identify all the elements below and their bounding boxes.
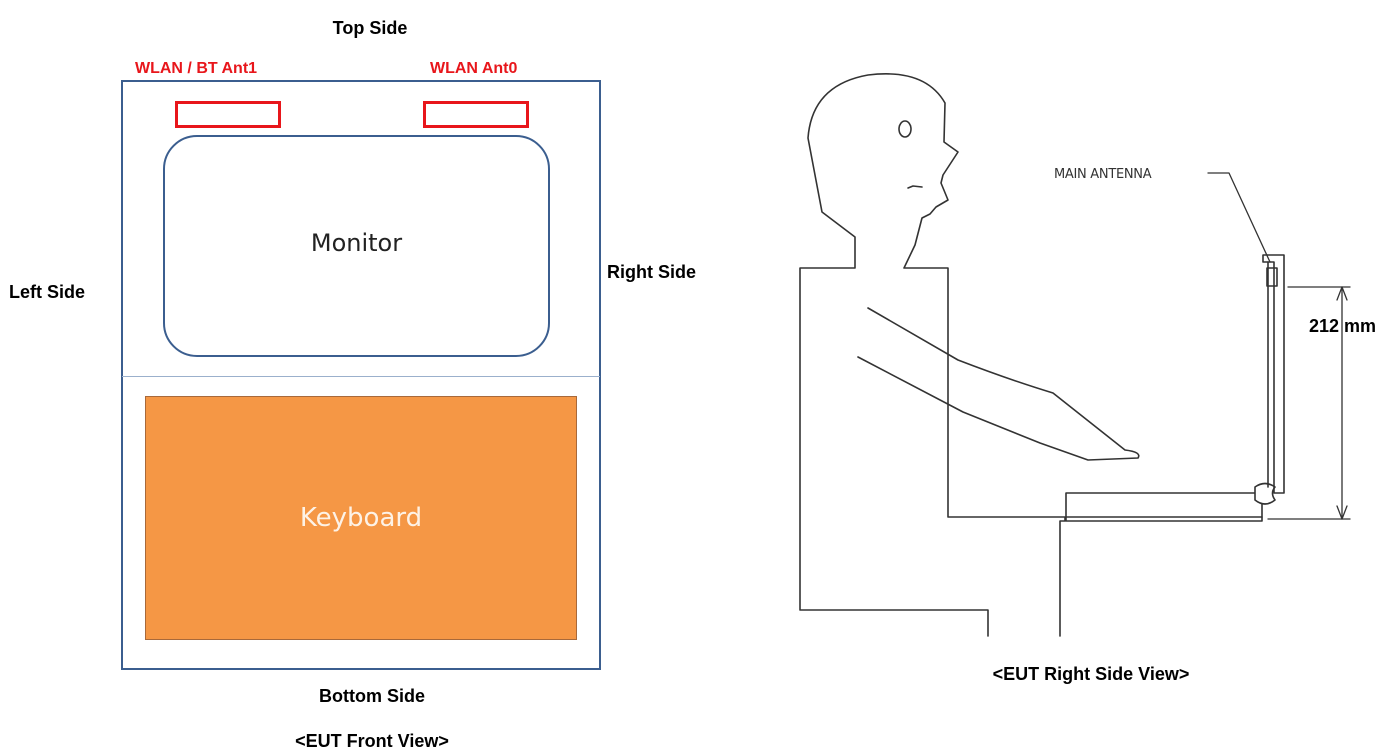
dimension-arrow-top — [1336, 286, 1348, 301]
eut-front-outline — [121, 80, 601, 670]
laptop-base — [1065, 492, 1263, 522]
hinge-divider — [122, 376, 600, 377]
laptop-hinge — [1254, 482, 1276, 505]
antenna-0-label: WLAN Ant0 — [430, 60, 518, 77]
right-side-label: Right Side — [607, 262, 696, 282]
left-side-label: Left Side — [9, 282, 86, 302]
keyboard-panel: Keyboard — [145, 396, 577, 640]
antenna-0-marker — [423, 101, 529, 128]
side-view-caption: <EUT Right Side View> — [992, 664, 1190, 684]
antenna-1-marker — [175, 101, 281, 128]
mouth-mark — [907, 185, 923, 189]
keyboard-label: Keyboard — [299, 503, 423, 533]
bottom-side-label: Bottom Side — [319, 686, 425, 706]
antenna-1-label: WLAN / BT Ant1 — [135, 60, 258, 77]
dimension-label: 212 mm — [1309, 316, 1377, 336]
top-side-label: Top Side — [332, 18, 408, 38]
main-antenna-label: MAIN ANTENNA — [1054, 167, 1152, 182]
main-antenna-marker — [1266, 267, 1278, 287]
laptop-lid — [1262, 254, 1285, 494]
person-arm — [857, 307, 1140, 461]
front-view-caption: <EUT Front View> — [295, 731, 449, 751]
monitor-panel: Monitor — [163, 135, 550, 357]
person-silhouette — [799, 73, 1066, 637]
eye-icon — [898, 120, 912, 138]
antenna-leader-line — [1207, 172, 1271, 263]
monitor-label: Monitor — [310, 229, 403, 257]
dimension-arrow-bottom — [1336, 505, 1348, 520]
